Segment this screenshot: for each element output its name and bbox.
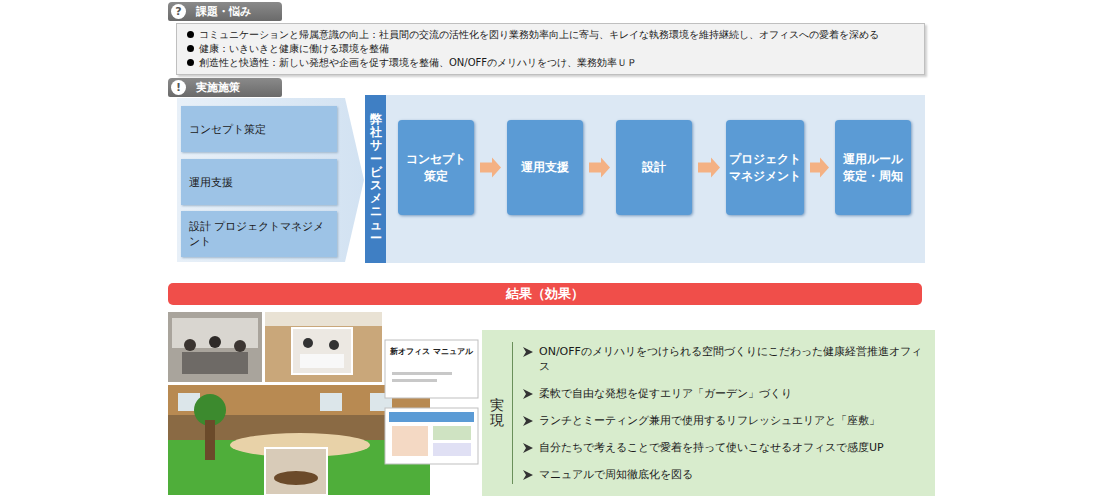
vertical-heading: 実現 bbox=[490, 398, 504, 429]
box-label: コンセプト策定 bbox=[189, 122, 266, 137]
process-box: プロジェクトマネジメント bbox=[726, 120, 804, 215]
result-list: ON/OFFのメリハリをつけられる空間づくりにこだわった健康経営推進オフィス柔軟… bbox=[513, 338, 929, 488]
process-box: コンセプト策定 bbox=[398, 120, 474, 215]
result-item: ランチとミーティング兼用で使用するリフレッシュエリアと「座敷」 bbox=[521, 407, 929, 434]
process-box: 設計 bbox=[616, 120, 692, 215]
bullet-arrow-shape bbox=[523, 416, 533, 426]
box-label: プロジェクトマネジメント bbox=[729, 151, 801, 185]
left-panel bbox=[177, 98, 364, 262]
menu-bar: 弊社サービスメニュー bbox=[365, 95, 386, 263]
vertical-label: 弊社サービスメニュー bbox=[370, 113, 382, 245]
bullet-arrow-shape bbox=[523, 470, 533, 480]
bullet-arrow bbox=[523, 443, 533, 453]
measure-box: コンセプト策定 bbox=[181, 106, 337, 152]
bullet-arrow-shape bbox=[523, 443, 533, 453]
manual-title: 新オフィス マニュアル bbox=[388, 346, 475, 357]
issue-line: 健康：いきいきと健康に働ける環境を整備 bbox=[199, 42, 916, 56]
manual-cards bbox=[385, 340, 478, 464]
box-label: 運用支援 bbox=[515, 159, 575, 176]
bullet-arrow-shape bbox=[523, 347, 533, 357]
flow-arrow bbox=[589, 158, 610, 178]
measure-box: 運用支援 bbox=[181, 159, 337, 205]
issue-text: 健康：いきいきと健康に働ける環境を整備 bbox=[199, 42, 916, 56]
bullet-dot bbox=[187, 31, 194, 38]
bullet-arrow bbox=[523, 470, 533, 480]
box-label: 結果（効果） bbox=[506, 285, 584, 303]
result-text: 柔軟で自由な発想を促すエリア「ガーデン」づくり bbox=[539, 386, 929, 401]
box-label: 課題・悩み bbox=[196, 4, 251, 19]
box-label: 運用ルール策定・周知 bbox=[843, 151, 903, 185]
bullet-arrow bbox=[523, 416, 533, 426]
flow-arrow bbox=[480, 158, 501, 178]
process-box: 運用支援 bbox=[507, 120, 583, 215]
result-item: ON/OFFのメリハリをつけられる空間づくりにこだわった健康経営推進オフィス bbox=[521, 338, 929, 380]
bullet-dot bbox=[187, 59, 194, 66]
bullet-arrow bbox=[523, 389, 533, 399]
flow-arrow bbox=[698, 158, 720, 178]
issue-line: 創造性と快適性：新しい発想や企画を促す環境を整備、ON/OFFのメリハリをつけ、… bbox=[199, 56, 916, 70]
issue-text: コミュニケーションと帰属意識の向上：社員間の交流の活性化を図り業務効率向上に寄与… bbox=[199, 28, 916, 42]
right-panel bbox=[386, 95, 925, 263]
result-text: マニュアルで周知徹底化を図る bbox=[539, 467, 929, 482]
result-item: マニュアルで周知徹底化を図る bbox=[521, 461, 929, 488]
result-item: 自分たちで考えることで愛着を持って使いこなせるオフィスで感度UP bbox=[521, 434, 929, 461]
result-head: 実現 bbox=[482, 342, 513, 484]
bullet-dot bbox=[187, 45, 194, 52]
measure-box: 設計 プロジェクトマネジメント bbox=[181, 211, 337, 257]
box-label: 運用支援 bbox=[189, 175, 233, 190]
issue-line: コミュニケーションと帰属意識の向上：社員間の交流の活性化を図り業務効率向上に寄与… bbox=[199, 28, 916, 42]
process-box: 運用ルール策定・周知 bbox=[835, 120, 911, 215]
box-label: コンセプト策定 bbox=[406, 151, 466, 185]
photo-collage bbox=[168, 312, 430, 495]
box-label: 設計 プロジェクトマネジメント bbox=[189, 219, 329, 249]
question-icon: ? bbox=[171, 4, 186, 19]
bullet-arrow bbox=[523, 347, 533, 357]
issue-text: 創造性と快適性：新しい発想や企画を促す環境を整備、ON/OFFのメリハリをつけ、… bbox=[199, 56, 916, 70]
exclamation-icon: ! bbox=[171, 80, 186, 95]
result-text: ランチとミーティング兼用で使用するリフレッシュエリアと「座敷」 bbox=[539, 413, 929, 428]
result-bar: 結果（効果） bbox=[168, 283, 922, 305]
result-text: ON/OFFのメリハリをつけられる空間づくりにこだわった健康経営推進オフィス bbox=[539, 344, 929, 374]
issue-box: コミュニケーションと帰属意識の向上：社員間の交流の活性化を図り業務効率向上に寄与… bbox=[176, 23, 925, 75]
flow-arrow bbox=[810, 158, 829, 178]
result-item: 柔軟で自由な発想を促すエリア「ガーデン」づくり bbox=[521, 380, 929, 407]
bullet-arrow-shape bbox=[523, 389, 533, 399]
result-box: 実現 ON/OFFのメリハリをつけられる空間づくりにこだわった健康経営推進オフィス… bbox=[482, 330, 935, 496]
box-label: 設計 bbox=[624, 159, 684, 176]
result-text: 自分たちで考えることで愛着を持って使いこなせるオフィスで感度UP bbox=[539, 440, 929, 455]
box-label: 実施施策 bbox=[196, 80, 240, 95]
